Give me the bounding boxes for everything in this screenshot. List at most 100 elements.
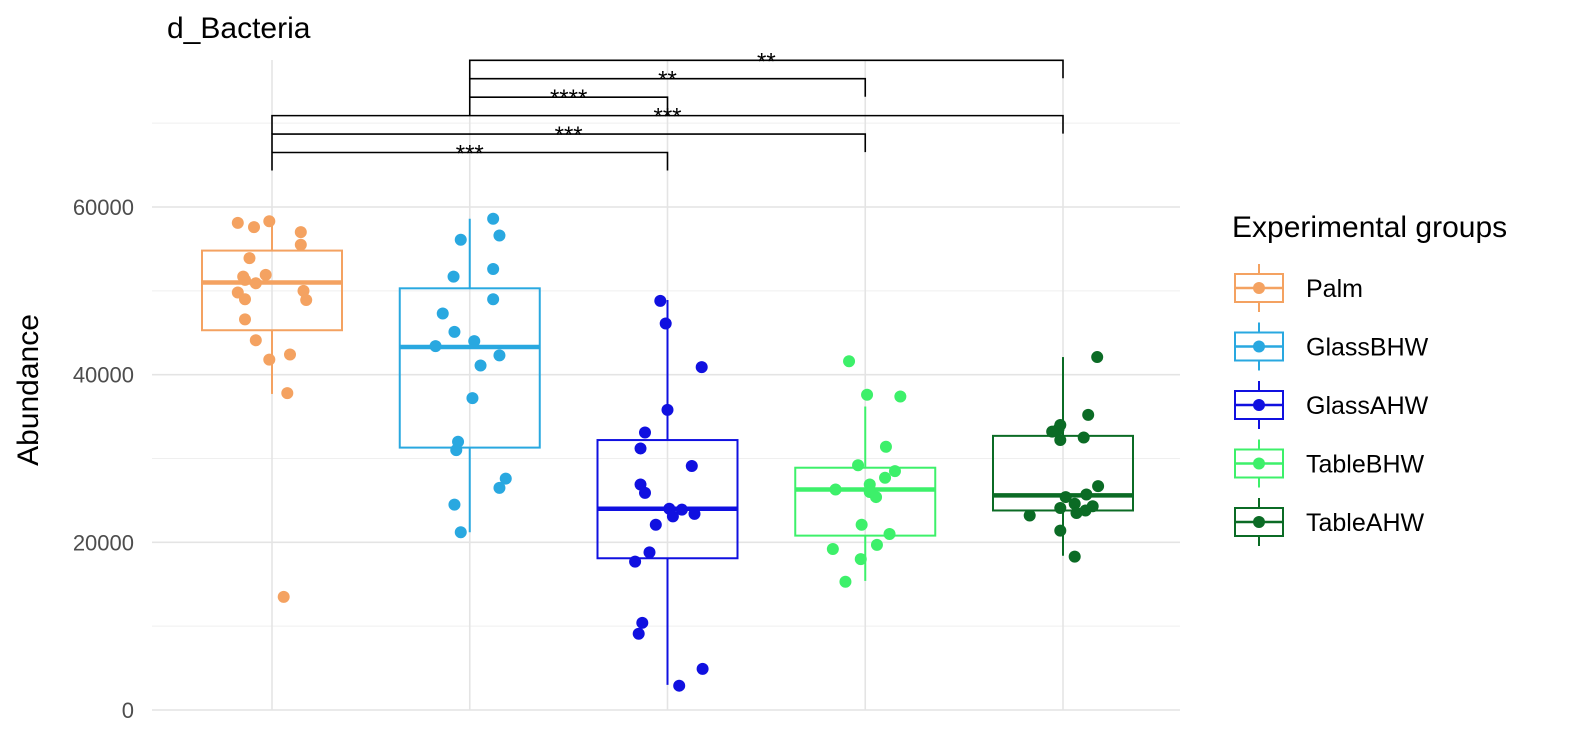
data-point (429, 340, 442, 353)
data-point (448, 325, 461, 338)
data-point (839, 575, 852, 588)
data-point (294, 238, 307, 251)
data-point (870, 538, 883, 551)
data-point (666, 510, 679, 523)
data-point (843, 355, 856, 368)
data-point (634, 442, 647, 455)
box-tablebhw (794, 466, 937, 537)
data-point (1082, 408, 1095, 421)
data-point (248, 221, 260, 234)
data-point (466, 392, 479, 405)
significance-bracket (271, 114, 1064, 134)
y-tick-label: 60000 (73, 195, 134, 220)
data-point (661, 403, 674, 416)
data-point (696, 662, 709, 675)
data-point (861, 388, 874, 401)
data-point (450, 444, 463, 457)
legend-label: GlassAHW (1306, 392, 1429, 420)
legend-item-tableahw: TableAHW (1234, 498, 1424, 546)
legend-key-point (1253, 399, 1265, 411)
data-point (688, 507, 701, 520)
chart-title: d_Bacteria (167, 12, 311, 45)
data-point (826, 543, 839, 556)
data-point (487, 293, 500, 306)
data-point (629, 555, 642, 568)
data-point (300, 294, 313, 307)
significance-label: **** (550, 85, 587, 112)
box-glassbhw (398, 287, 541, 449)
data-point (249, 334, 262, 347)
data-point (243, 252, 256, 265)
significance-label: ** (658, 67, 677, 94)
data-point (1054, 501, 1067, 514)
data-point (297, 284, 310, 297)
box-palm (201, 249, 343, 332)
significance-bracket (468, 77, 867, 97)
gridlines (152, 60, 1180, 711)
legend-title: Experimental groups (1232, 211, 1507, 244)
data-point (654, 294, 667, 307)
legend-item-glassahw: GlassAHW (1234, 381, 1429, 429)
data-point (854, 553, 867, 566)
legend-label: Palm (1306, 275, 1363, 303)
data-point (639, 426, 651, 439)
data-point (636, 616, 649, 629)
data-point (474, 359, 487, 372)
data-point (1068, 497, 1081, 510)
data-point (1046, 425, 1059, 438)
legend-item-palm: Palm (1234, 264, 1363, 312)
data-point (879, 471, 892, 484)
data-point (870, 491, 883, 504)
data-point (448, 498, 461, 511)
data-point (695, 361, 708, 374)
data-point (894, 390, 907, 403)
data-point (852, 459, 865, 472)
significance-brackets: ***************** (271, 48, 1064, 171)
data-point (436, 307, 449, 320)
data-point (1091, 351, 1104, 364)
data-point (888, 465, 901, 478)
data-point (1059, 491, 1072, 504)
data-point (487, 263, 500, 276)
data-point (649, 518, 662, 531)
data-point (239, 273, 251, 286)
data-point (639, 486, 651, 499)
data-point (632, 627, 645, 640)
legend-item-tablebhw: TableBHW (1234, 439, 1424, 488)
data-point (454, 233, 467, 246)
data-point (1068, 550, 1081, 563)
legend-label: GlassBHW (1306, 334, 1429, 362)
significance-bracket (271, 133, 867, 153)
data-point (277, 590, 290, 603)
significance-label: ** (757, 48, 776, 75)
data-point (659, 317, 672, 330)
data-point (468, 335, 481, 348)
data-point (1080, 488, 1093, 501)
legend-item-glassbhw: GlassBHW (1234, 322, 1429, 371)
data-point (829, 483, 842, 496)
significance-label: *** (456, 141, 484, 168)
data-point (454, 526, 467, 539)
data-point (493, 349, 506, 362)
box-glassahw (596, 439, 739, 560)
legend-label: TableAHW (1306, 509, 1424, 537)
legend-key-point (1253, 516, 1265, 528)
data-point (1079, 504, 1092, 517)
y-tick-label: 40000 (73, 363, 134, 388)
y-tick-label: 20000 (73, 530, 134, 555)
data-point (1054, 524, 1067, 537)
data-point (1070, 506, 1083, 519)
data-point (675, 503, 688, 516)
data-point (685, 460, 698, 473)
significance-bracket (468, 96, 669, 116)
significance-bracket (271, 151, 669, 171)
data-point (493, 481, 506, 494)
data-point (281, 387, 294, 400)
data-point (493, 229, 506, 242)
y-axis-title: Abundance (12, 314, 45, 466)
significance-bracket (468, 59, 1064, 79)
legend-key-point (1253, 457, 1265, 470)
data-point (883, 527, 896, 540)
